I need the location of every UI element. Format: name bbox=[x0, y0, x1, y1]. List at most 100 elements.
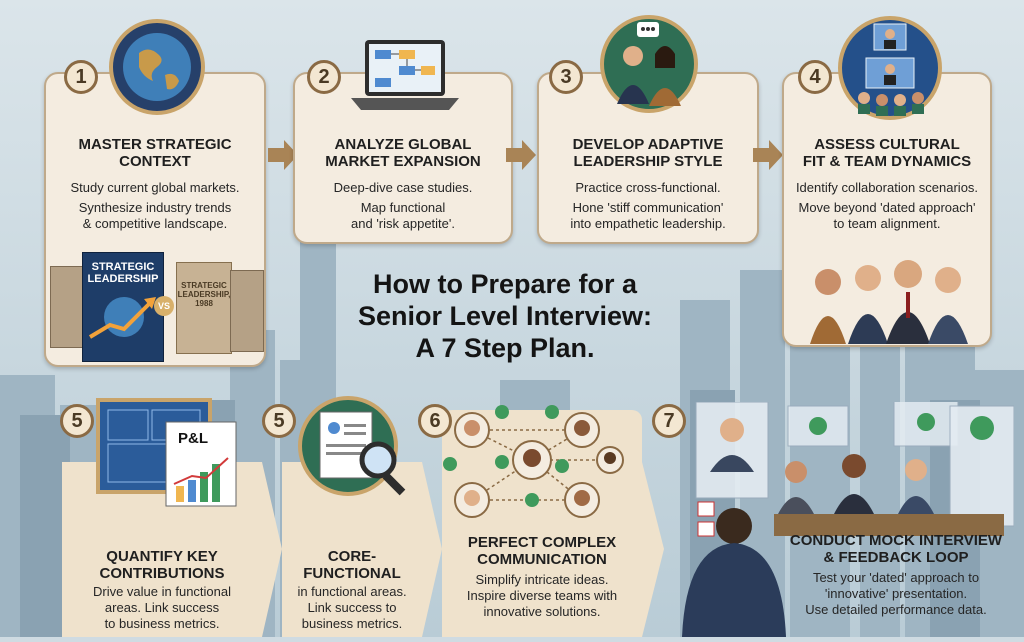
step-card-1: 1 MASTER STRATEGIC CONTEXT Study current… bbox=[44, 19, 266, 367]
step-number-badge: 1 bbox=[64, 60, 98, 94]
step-title: PERFECT COMPLEX COMMUNICATION bbox=[442, 534, 642, 568]
step-body-line: & competitive landscape. bbox=[82, 216, 228, 231]
step-card-7: CONDUCT MOCK INTERVIEW & FEEDBACK LOOP T… bbox=[664, 399, 1024, 637]
step-body-line: Test your 'dated' approach to bbox=[812, 570, 980, 585]
step-body-line: innovative solutions. bbox=[483, 604, 601, 619]
step-body: Study current global markets. Synthesize… bbox=[52, 180, 258, 232]
step-body-line: Identify collaboration scenarios. bbox=[795, 180, 979, 195]
step-title-line: CONTRIBUTIONS bbox=[99, 565, 225, 582]
step-title-line: CONTEXT bbox=[119, 153, 191, 170]
step-title-line: ANALYZE GLOBAL bbox=[334, 136, 472, 153]
arrow-right-icon bbox=[753, 140, 783, 170]
step-body: Deep-dive case studies. Map functional a… bbox=[301, 180, 505, 232]
vs-badge: VS bbox=[154, 296, 174, 316]
step-body-line: areas. Link success bbox=[104, 600, 220, 615]
step-title-line: QUANTIFY KEY bbox=[106, 548, 218, 565]
step-body-line: to business metrics. bbox=[104, 616, 220, 631]
step-body: Test your 'dated' approach to 'innovativ… bbox=[774, 570, 1018, 618]
step-title-line: CONDUCT MOCK INTERVIEW bbox=[789, 532, 1003, 549]
step-number-badge: 5 bbox=[262, 404, 296, 438]
step-card-3: 3 DEVELOP ADAPTIVE LEADERSHIP STYLE Prac… bbox=[537, 15, 759, 244]
step-body-line: Study current global markets. bbox=[70, 180, 240, 195]
team-hierarchy-icon bbox=[836, 14, 944, 127]
step-body-line: 'innovative' presentation. bbox=[824, 586, 968, 601]
step-number-badge: 6 bbox=[418, 404, 452, 438]
step-body: Simplify intricate ideas. Inspire divers… bbox=[448, 572, 636, 620]
step-title-line: MARKET EXPANSION bbox=[325, 153, 481, 170]
step-body: Identify collaboration scenarios. Move b… bbox=[790, 180, 984, 232]
team-group-illustration bbox=[802, 252, 978, 349]
step-card-4: 4 ASSESS CULTURAL FIT & TEAM DYNAMICS Id… bbox=[782, 16, 992, 349]
conversation-icon bbox=[599, 14, 699, 119]
step-title-line: PERFECT COMPLEX bbox=[467, 534, 617, 551]
arrow-right-icon bbox=[268, 140, 298, 170]
step-number-badge: 4 bbox=[798, 60, 832, 94]
step-number-badge: 5 bbox=[60, 404, 94, 438]
step-body: Practice cross-functional. Hone 'stiff c… bbox=[545, 180, 751, 232]
document-magnifier-icon bbox=[296, 394, 412, 511]
old-book-icon bbox=[50, 266, 84, 348]
headline-line-2: Senior Level Interview: bbox=[357, 301, 653, 331]
step-body-line: Synthesize industry trends bbox=[78, 200, 232, 215]
step-title-line: MASTER STRATEGIC bbox=[78, 136, 232, 153]
headline-line-1: How to Prepare for a bbox=[372, 269, 638, 299]
candidate-silhouette bbox=[676, 506, 786, 642]
step-title-line: & FEEDBACK LOOP bbox=[823, 549, 969, 566]
step-title: ASSESS CULTURAL FIT & TEAM DYNAMICS bbox=[784, 136, 990, 170]
network-people-icon bbox=[442, 400, 642, 535]
step-body-line: Hone 'stiff communication' bbox=[572, 200, 724, 215]
step-body-line: Drive value in functional bbox=[92, 584, 232, 599]
step-title-line: FUNCTIONAL bbox=[303, 565, 401, 582]
step-body-line: business metrics. bbox=[301, 616, 403, 631]
bar-chart-icon bbox=[173, 457, 229, 502]
old-book-icon: STRATEGIC LEADERSHIP, 1988 bbox=[176, 262, 232, 354]
step-title-line: CORE- bbox=[327, 548, 377, 565]
arrow-right-icon bbox=[506, 140, 536, 170]
step-body-line: Deep-dive case studies. bbox=[333, 180, 473, 195]
main-headline: How to Prepare for a Senior Level Interv… bbox=[340, 268, 670, 364]
step-title: CORE- FUNCTIONAL bbox=[282, 548, 422, 582]
globe-icon bbox=[109, 19, 205, 120]
book-title-line: STRATEGIC bbox=[91, 261, 155, 273]
headline-line-3: A 7 Step Plan. bbox=[415, 333, 595, 363]
strategic-leadership-book-icon: STRATEGIC LEADERSHIP bbox=[82, 252, 164, 362]
step-body-line: and 'risk appetite'. bbox=[351, 216, 455, 231]
step-number-badge: 3 bbox=[549, 60, 583, 94]
step-card-5a: P&L QUANTIFY KEY CONTRIBUTIONS Drive val… bbox=[62, 398, 262, 637]
step-number-badge: 2 bbox=[307, 60, 341, 94]
old-book-icon bbox=[230, 270, 264, 352]
step-body: Drive value in functional areas. Link su… bbox=[68, 584, 256, 632]
books-illustration: STRATEGIC LEADERSHIP VS STRATEGIC LEADER… bbox=[50, 252, 264, 362]
pl-label: P&L bbox=[178, 430, 208, 447]
chevron-right-icon bbox=[642, 462, 664, 637]
laptop-flowchart-icon bbox=[351, 38, 459, 121]
step-body-line: Inspire diverse teams with bbox=[466, 588, 618, 603]
step-number-badge: 7 bbox=[652, 404, 686, 438]
chevron-right-icon bbox=[422, 462, 442, 637]
step-body-line: Use detailed performance data. bbox=[805, 602, 987, 617]
step-title-line: COMMUNICATION bbox=[477, 551, 607, 568]
step-title-line: ASSESS CULTURAL bbox=[814, 136, 960, 153]
step-body-line: Practice cross-functional. bbox=[575, 180, 721, 195]
step-body-line: Simplify intricate ideas. bbox=[475, 572, 609, 587]
growth-arrow-icon bbox=[88, 297, 156, 339]
step-body-line: to team alignment. bbox=[833, 216, 941, 231]
step-body-line: Move beyond 'dated approach' bbox=[798, 200, 976, 215]
step-body-line: into empathetic leadership. bbox=[570, 216, 726, 231]
step-title-line: FIT & TEAM DYNAMICS bbox=[802, 153, 972, 170]
step-card-5b: CORE- FUNCTIONAL in functional areas. Li… bbox=[282, 396, 422, 637]
blueprint-chart-icon: P&L bbox=[96, 398, 246, 513]
step-title: CONDUCT MOCK INTERVIEW & FEEDBACK LOOP bbox=[774, 532, 1018, 566]
step-title: DEVELOP ADAPTIVE LEADERSHIP STYLE bbox=[539, 136, 757, 170]
step-title: QUANTIFY KEY CONTRIBUTIONS bbox=[62, 548, 262, 582]
step-body: in functional areas. Link success to bus… bbox=[288, 584, 416, 632]
step-card-6: PERFECT COMPLEX COMMUNICATION Simplify i… bbox=[442, 405, 642, 637]
step-title-line: DEVELOP ADAPTIVE bbox=[572, 136, 724, 153]
step-title: MASTER STRATEGIC CONTEXT bbox=[46, 136, 264, 170]
mock-interview-panel-illustration bbox=[684, 399, 1015, 557]
step-body-line: Map functional bbox=[360, 200, 446, 215]
chevron-right-icon bbox=[262, 462, 282, 637]
book-title-line: LEADERSHIP bbox=[87, 273, 159, 285]
step-card-2: 2 ANALYZE GLOBAL MARKET EXPANSION Deep-d… bbox=[293, 40, 513, 244]
step-body-line: in functional areas. bbox=[297, 584, 407, 599]
